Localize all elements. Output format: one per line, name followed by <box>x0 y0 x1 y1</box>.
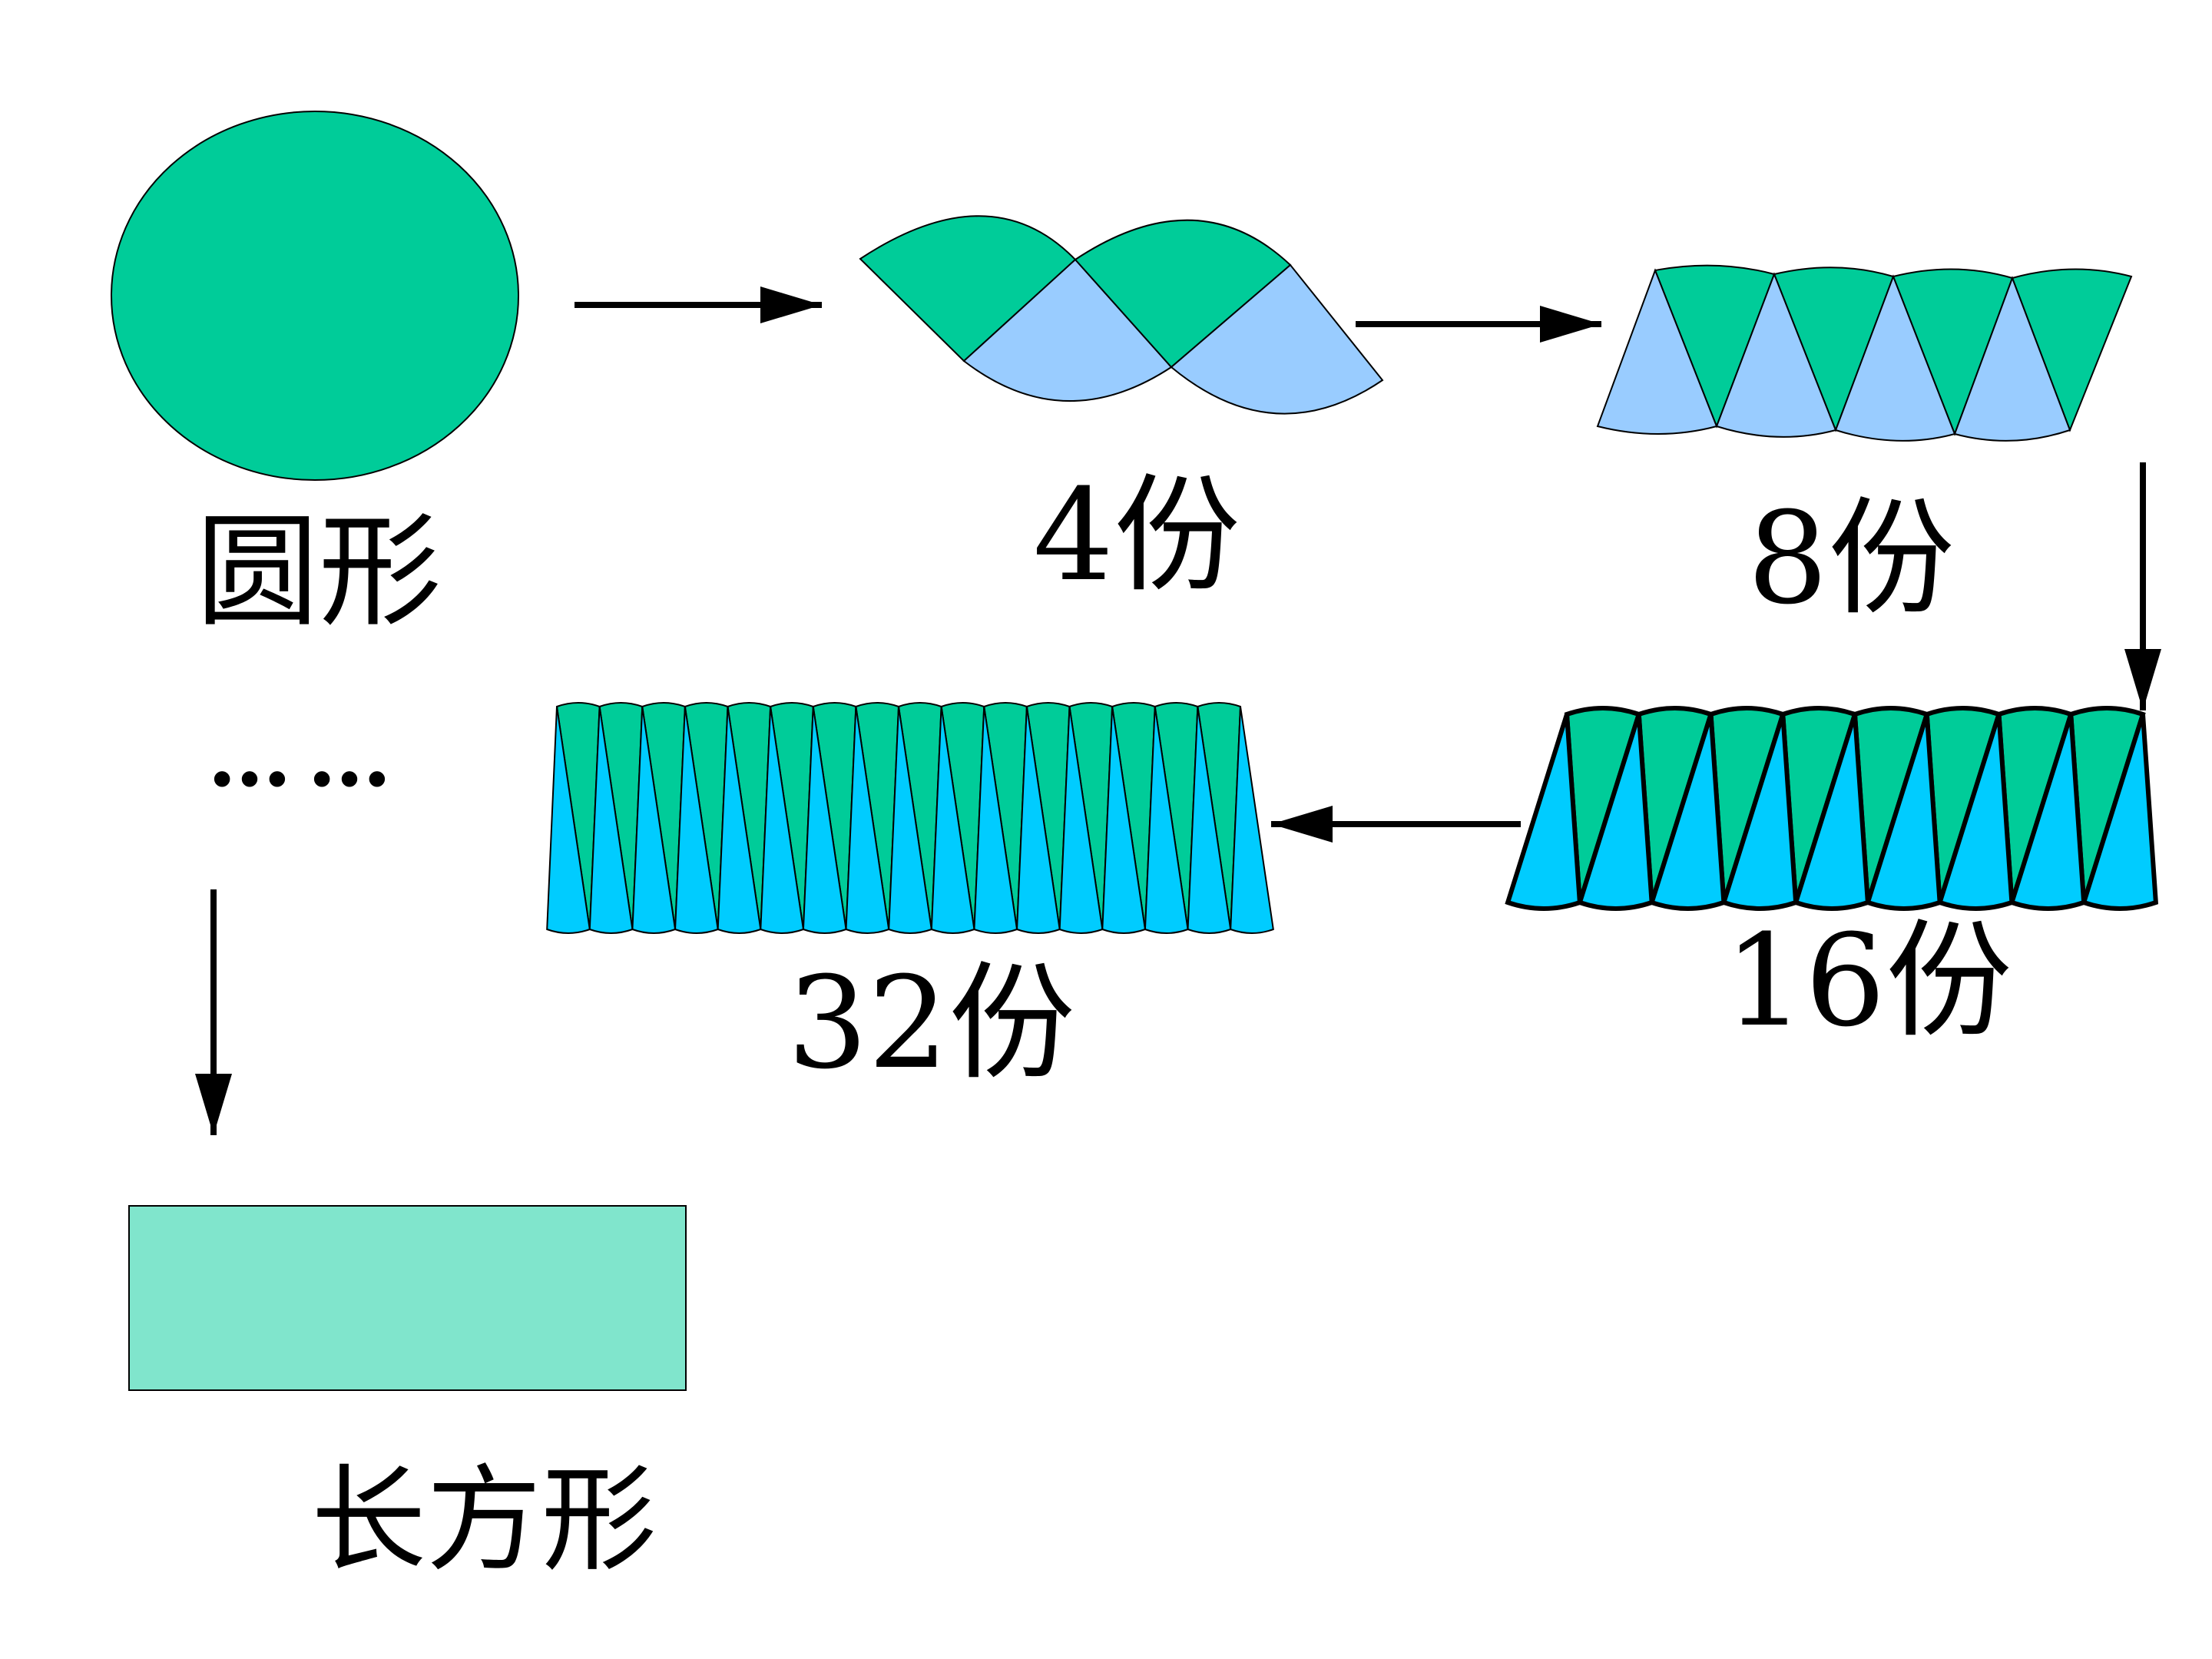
eight-piece-5 <box>1596 268 1718 435</box>
eight-piece-8 <box>1953 276 2071 442</box>
eight-pieces-label: 8份 <box>1747 485 1955 632</box>
circle-label: 圆形 <box>196 500 442 644</box>
thirtytwo-pieces-label: 32份 <box>787 949 1075 1097</box>
rectangle-label: 长方形 <box>311 1454 657 1588</box>
four-piece-4 <box>1170 263 1384 415</box>
eight-piece-6 <box>1715 272 1837 438</box>
four-piece-1 <box>859 215 1077 363</box>
ellipsis-dots: …… <box>207 707 407 806</box>
thirtytwo-piece-33 <box>1230 706 1274 934</box>
sixteen-pieces <box>1505 706 2159 911</box>
rectangle-shape <box>128 1205 687 1391</box>
sixteen-piece-17 <box>2081 714 2159 911</box>
four-piece-2 <box>962 258 1173 402</box>
eight-pieces <box>1596 264 2133 442</box>
thirtytwo-pieces <box>546 702 1274 934</box>
sixteen-pieces-label: 16份 <box>1724 907 2012 1055</box>
eight-piece-4 <box>2011 268 2133 432</box>
four-piece-3 <box>1074 219 1292 369</box>
circle-shape <box>111 111 519 481</box>
four-pieces <box>859 215 1384 415</box>
four-pieces-label: 4份 <box>1033 462 1240 609</box>
sixteen-piece-9 <box>1505 714 1583 911</box>
eight-piece-7 <box>1834 274 1956 442</box>
